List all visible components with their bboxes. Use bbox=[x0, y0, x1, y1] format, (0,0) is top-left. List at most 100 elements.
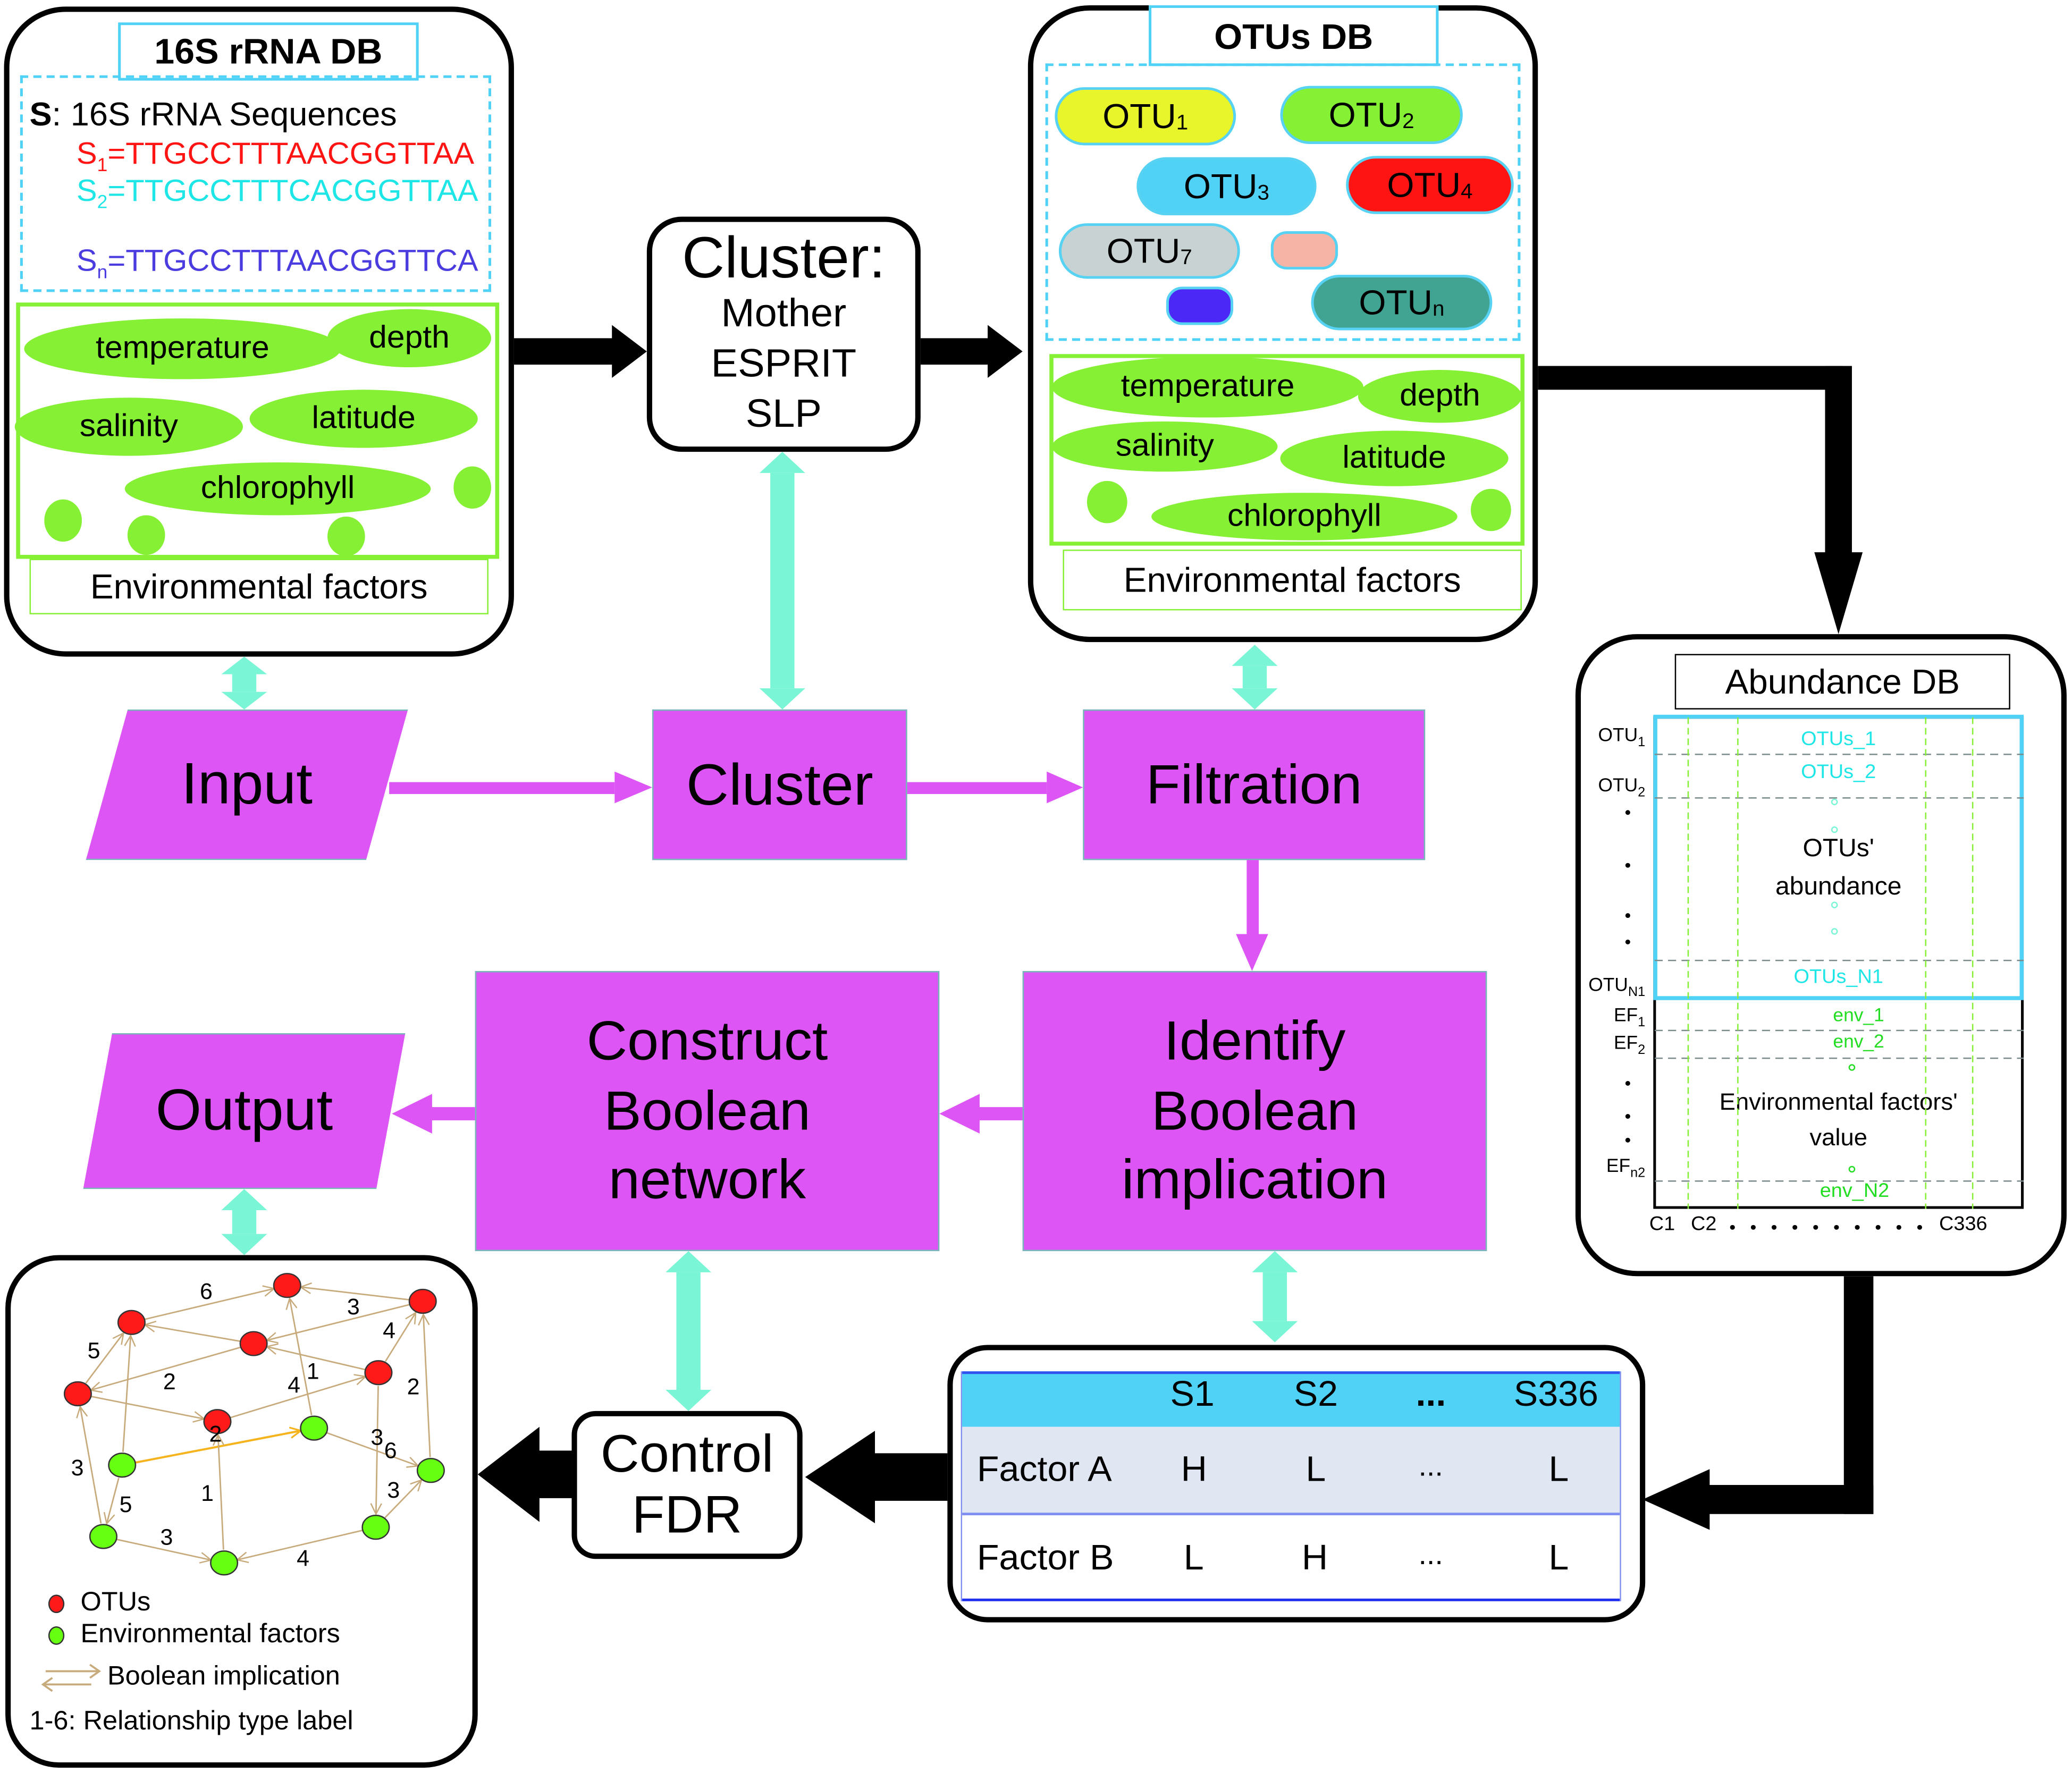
black-arrow-abundance-to-table bbox=[1643, 1276, 1874, 1530]
implication-edge bbox=[290, 1298, 313, 1415]
implication-edge bbox=[218, 1435, 223, 1550]
teal-arrow-output-network bbox=[221, 1189, 267, 1255]
arrowhead-down bbox=[666, 1390, 712, 1411]
ellipsis-dot bbox=[1625, 1080, 1630, 1086]
cell: L bbox=[1305, 1449, 1326, 1489]
cell-otus-1: OTUs_1 bbox=[1801, 728, 1876, 750]
ellipsis-dot bbox=[1848, 1166, 1856, 1173]
legend-env: Environmental factors bbox=[48, 1620, 340, 1650]
teal-connector-group bbox=[221, 452, 1298, 1411]
construct-network-block[interactable]: Construct Boolean network bbox=[475, 971, 940, 1252]
identify-implication-block[interactable]: Identify Boolean implication bbox=[1022, 971, 1487, 1252]
input-block[interactable]: Input bbox=[86, 709, 408, 860]
teal-arrow-rrna-input bbox=[221, 656, 267, 710]
th-s1: S1 bbox=[1170, 1374, 1215, 1414]
arrowhead-up bbox=[759, 452, 805, 473]
cluster-methods-title: Cluster: bbox=[682, 226, 886, 291]
edge-type-label: 3 bbox=[370, 1425, 383, 1450]
env-factor-node bbox=[210, 1550, 239, 1576]
env-node-icon bbox=[48, 1625, 65, 1644]
control-fdr-box[interactable]: Control FDR bbox=[571, 1411, 803, 1559]
implication-edge bbox=[85, 1333, 123, 1384]
sequence-s1: S1=TTGCCTTTAACGGTTAA bbox=[76, 136, 475, 175]
otu-node bbox=[273, 1273, 301, 1298]
arrowhead-down bbox=[1252, 1321, 1298, 1343]
rrna-db-title: 16S rRNA DB bbox=[118, 22, 419, 81]
arrowhead-down bbox=[1232, 688, 1278, 710]
implication-edge bbox=[300, 1287, 410, 1301]
otu-node bbox=[408, 1288, 437, 1314]
col-label-c336: C336 bbox=[1939, 1212, 1987, 1236]
abundance-grid bbox=[1625, 717, 2024, 1230]
implication-edge bbox=[376, 1386, 378, 1514]
cell: L bbox=[1183, 1538, 1204, 1578]
filtration-block[interactable]: Filtration bbox=[1083, 709, 1426, 860]
arrowhead-down bbox=[221, 1234, 267, 1255]
implication-edge bbox=[384, 1313, 416, 1362]
sequence-heading: S: 16S rRNA Sequences bbox=[29, 96, 397, 134]
implication-edge bbox=[91, 1346, 241, 1390]
ellipsis-dot bbox=[1896, 1225, 1901, 1230]
env-factor-node bbox=[108, 1453, 137, 1478]
arrow-shaft bbox=[1262, 1272, 1287, 1321]
ellipsis-dot bbox=[1834, 1225, 1839, 1230]
factor-salinity: salinity bbox=[1052, 421, 1278, 472]
factor-temperature: temperature bbox=[1052, 357, 1363, 418]
teal-arrow-otus-filtration bbox=[1232, 645, 1278, 710]
ellipsis-dot bbox=[1917, 1225, 1922, 1230]
implication-edge bbox=[116, 1539, 211, 1560]
edge-type-label: 2 bbox=[209, 1422, 222, 1447]
implication-edge bbox=[122, 1336, 130, 1453]
env-factor-node bbox=[300, 1415, 329, 1441]
black-arrow-fdr-to-network bbox=[477, 1426, 572, 1522]
cluster-block[interactable]: Cluster bbox=[652, 709, 907, 860]
otu-abundance-block bbox=[1653, 714, 2024, 1000]
factor-temperature: temperature bbox=[24, 318, 341, 379]
edge-type-label: 5 bbox=[120, 1492, 132, 1517]
cell-otus-2: OTUs_2 bbox=[1801, 761, 1876, 784]
env-factors-caption: Environmental factors bbox=[1063, 550, 1522, 611]
col-label-c2: C2 bbox=[1690, 1212, 1717, 1236]
ellipsis-dot bbox=[1625, 863, 1630, 868]
ellipsis-dot bbox=[1750, 1225, 1756, 1230]
implication-edge bbox=[267, 1347, 366, 1371]
table-row bbox=[962, 1515, 1620, 1601]
arrowhead-up bbox=[1232, 645, 1278, 666]
factor-dot bbox=[453, 466, 492, 509]
otu-abundance-caption-2: abundance bbox=[1775, 873, 1902, 901]
ellipsis-dot bbox=[1831, 901, 1838, 908]
output-block[interactable]: Output bbox=[83, 1033, 406, 1189]
magenta-arrow-filtration-to-identify bbox=[1236, 860, 1268, 972]
arrowhead-up bbox=[1252, 1251, 1298, 1272]
cell-env-2: env_2 bbox=[1833, 1030, 1884, 1052]
black-arrow-db-to-cluster bbox=[513, 325, 647, 378]
network-nodes bbox=[63, 1273, 445, 1576]
edge-type-label: 3 bbox=[71, 1455, 84, 1481]
edge-type-label: 3 bbox=[347, 1294, 360, 1320]
arrowhead-down bbox=[221, 691, 267, 710]
th-s336: S336 bbox=[1513, 1374, 1598, 1414]
magenta-arrow-cluster-to-filtration bbox=[907, 771, 1083, 804]
otu-node bbox=[63, 1381, 92, 1407]
edge-type-label: 1 bbox=[307, 1359, 319, 1384]
cell-env-1: env_1 bbox=[1833, 1004, 1884, 1025]
teal-arrow-identify-table bbox=[1252, 1251, 1298, 1343]
th-s2: S2 bbox=[1293, 1374, 1338, 1414]
cell: ... bbox=[1418, 1538, 1443, 1571]
implication-edge bbox=[90, 1396, 204, 1419]
sequence-sn: Sn=TTGCCTTTAACGGTTCA bbox=[76, 243, 478, 282]
implication-edge bbox=[267, 1304, 410, 1340]
otu-node bbox=[117, 1310, 146, 1335]
edge-type-label: 4 bbox=[297, 1546, 309, 1572]
edge-type-label: 6 bbox=[200, 1279, 213, 1305]
env-factor-node bbox=[416, 1458, 445, 1483]
ellipsis-dot bbox=[1813, 1225, 1818, 1230]
arrow-shaft bbox=[676, 1272, 701, 1390]
magenta-arrow-construct-to-output bbox=[392, 1094, 475, 1134]
arrow-shaft bbox=[770, 472, 795, 689]
ellipsis-dot bbox=[1848, 1064, 1856, 1071]
arrowhead-up bbox=[221, 1189, 267, 1210]
